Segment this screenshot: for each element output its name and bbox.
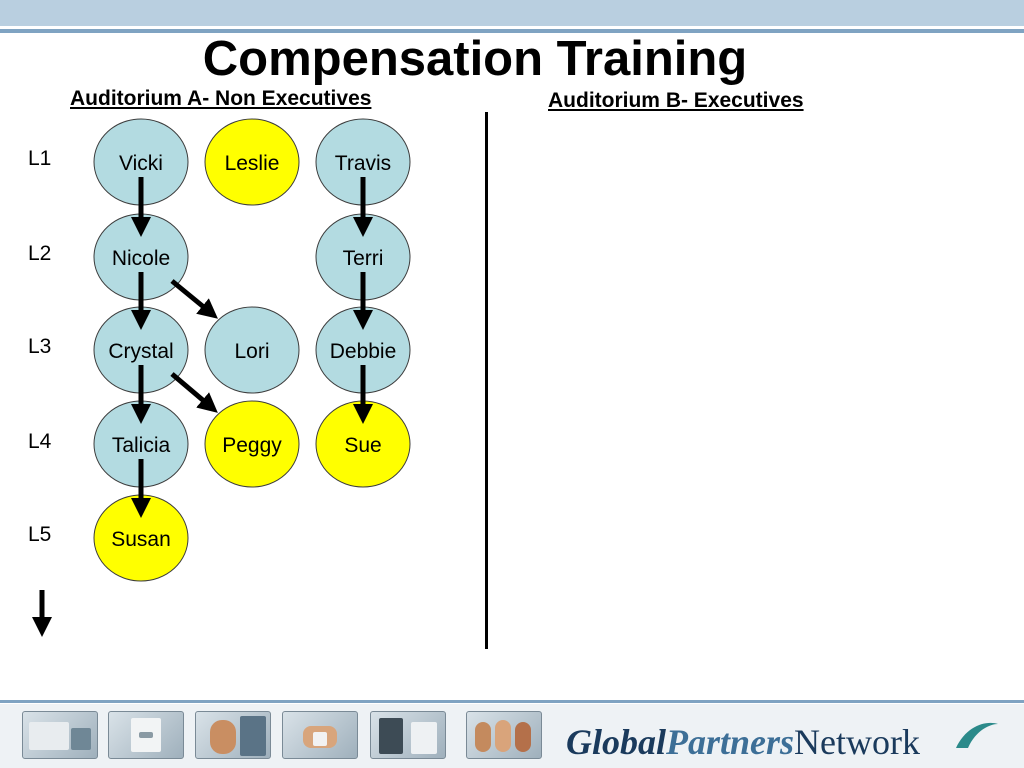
equipment-photo (22, 711, 98, 759)
level-label: L3 (28, 335, 52, 358)
node-label: Travis (335, 152, 391, 175)
footer-rule (0, 700, 1024, 703)
logo-global: Global (566, 722, 667, 762)
top-bar (0, 0, 1024, 26)
device-photo (108, 711, 184, 759)
node-label: Sue (344, 434, 381, 457)
node-label: Lori (234, 340, 269, 363)
global-partners-network-logo: GlobalPartnersNetwork (566, 722, 920, 762)
top-rule (0, 29, 1024, 33)
slide-title: Compensation Training (202, 32, 748, 86)
node-talicia: Talicia (93, 400, 189, 488)
level-label: L5 (28, 523, 52, 546)
node-leslie: Leslie (204, 118, 300, 206)
arrow-crystal-to-peggy (170, 372, 218, 413)
arrow-nicole-to-lori (170, 279, 218, 319)
level-label: L2 (28, 242, 52, 265)
auditorium-a-heading: Auditorium A- Non Executives (70, 87, 372, 110)
node-crystal: Crystal (93, 306, 189, 394)
doctor-photo (370, 711, 446, 759)
logo-swoosh-icon (956, 722, 998, 748)
level-label: L4 (28, 430, 52, 453)
level-label: L1 (28, 147, 52, 170)
node-label: Vicki (119, 152, 163, 175)
node-label: Nicole (112, 247, 170, 270)
node-susan: Susan (93, 494, 189, 582)
node-circle (204, 306, 300, 394)
node-label: Peggy (222, 434, 282, 457)
node-label: Leslie (225, 152, 280, 175)
node-label: Crystal (108, 340, 173, 363)
node-label: Terri (343, 247, 384, 270)
node-label: Susan (111, 528, 171, 551)
logo-network: Network (794, 722, 921, 762)
node-sue: Sue (315, 400, 411, 488)
node-label: Debbie (330, 340, 397, 363)
node-peggy: Peggy (204, 400, 300, 488)
hand-device-photo (282, 711, 358, 759)
group-photo (466, 711, 542, 759)
node-vicki: Vicki (93, 118, 189, 206)
person-photo (195, 711, 271, 759)
node-circle (204, 118, 300, 206)
node-label: Talicia (112, 434, 171, 457)
auditorium-b-heading: Auditorium B- Executives (548, 89, 804, 112)
logo-partners: Partners (666, 722, 795, 762)
node-lori: Lori (204, 306, 300, 394)
node-circle (204, 400, 300, 488)
auditorium-divider (485, 112, 488, 649)
